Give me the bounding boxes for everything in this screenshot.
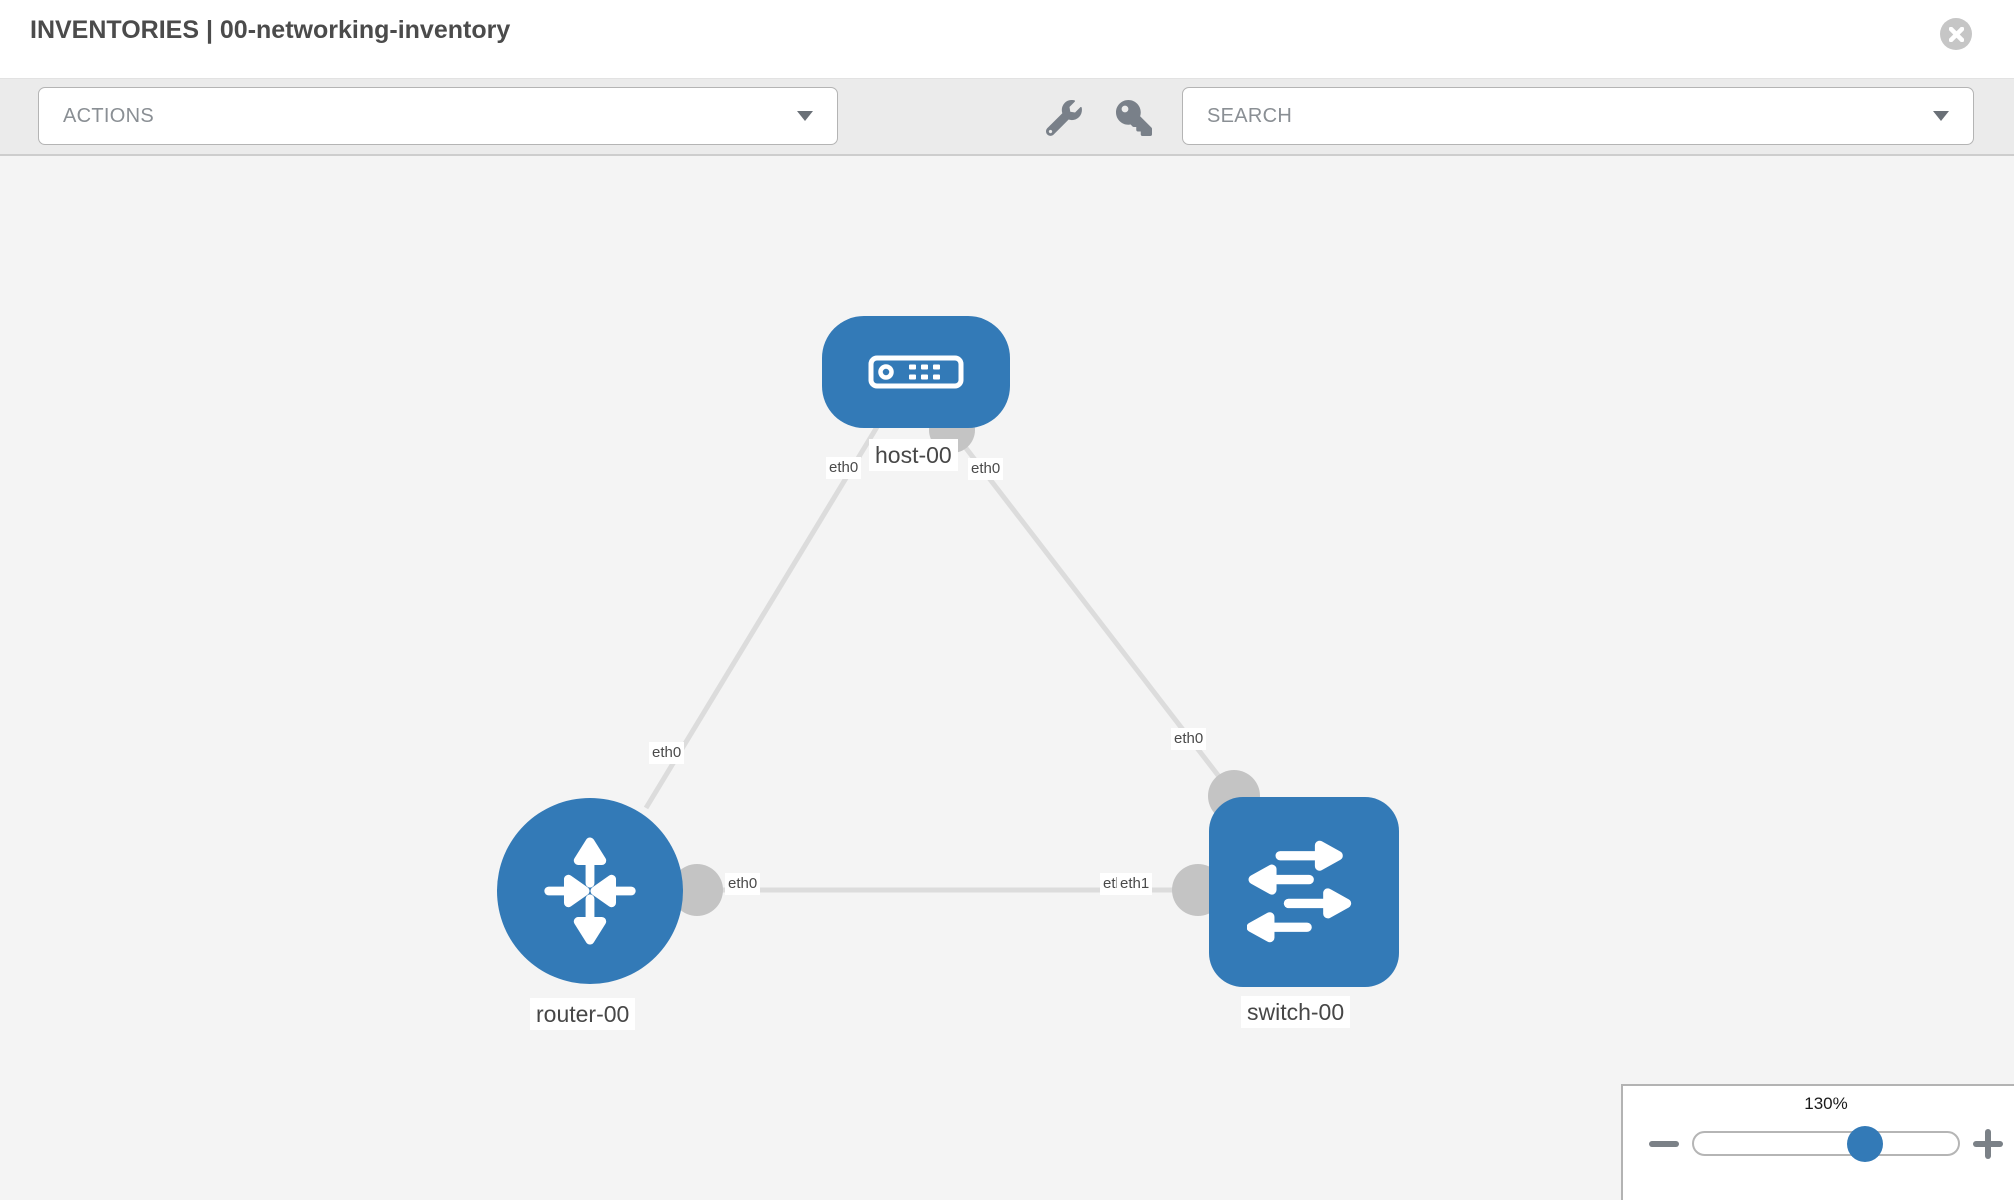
zoom-slider-thumb[interactable] — [1847, 1126, 1883, 1162]
toolbar: ACTIONS SEARCH — [0, 78, 2014, 156]
zoom-level-value: 130% — [1804, 1094, 1848, 1113]
configure-button[interactable] — [1044, 98, 1084, 138]
node-label-router: router-00 — [530, 998, 636, 1031]
zoom-control-panel: 130% — [1621, 1084, 2014, 1200]
router-icon — [544, 837, 636, 945]
close-icon[interactable] — [1940, 18, 1972, 50]
zoom-out-minus-icon[interactable] — [1649, 1141, 1679, 1147]
zoom-in-plus-icon[interactable] — [1973, 1129, 2003, 1159]
node-switch-00[interactable] — [1209, 797, 1399, 987]
iface-label-router-top: eth0 — [649, 742, 685, 764]
iface-label-switch-top: eth0 — [1171, 728, 1207, 750]
zoom-slider-track[interactable] — [1692, 1131, 1960, 1156]
iface-label-host-left: eth0 — [826, 457, 862, 479]
wrench-icon — [1046, 100, 1082, 136]
iface-label-host-right: eth0 — [968, 458, 1004, 480]
key-icon — [1116, 100, 1152, 136]
x-glyph — [1948, 26, 1964, 42]
link-host-router[interactable] — [643, 420, 883, 810]
search-dropdown-label: SEARCH — [1207, 104, 1293, 127]
switch-icon — [1247, 840, 1352, 943]
node-label-host: host-00 — [869, 439, 958, 472]
node-router-00[interactable] — [497, 798, 683, 984]
caret-down-icon — [797, 111, 813, 121]
page-title: INVENTORIES | 00-networking-inventory — [30, 16, 511, 44]
links-layer — [643, 407, 1260, 916]
credentials-button[interactable] — [1114, 98, 1154, 138]
actions-dropdown-label: ACTIONS — [63, 104, 154, 127]
port-router-right — [671, 864, 723, 916]
caret-down-icon — [1933, 111, 1949, 121]
iface-label-switch-left-eth1: eth1 — [1117, 873, 1153, 895]
node-host-00[interactable] — [822, 316, 1010, 428]
search-dropdown[interactable]: SEARCH — [1182, 87, 1974, 145]
actions-dropdown[interactable]: ACTIONS — [38, 87, 838, 145]
panel-header: INVENTORIES | 00-networking-inventory — [0, 0, 2014, 78]
host-icon — [868, 355, 964, 389]
iface-label-router-right: eth0 — [725, 873, 761, 895]
node-label-switch: switch-00 — [1241, 996, 1351, 1029]
topology-canvas[interactable]: host-00 router-00 switch-00 eth0 eth0 et… — [0, 156, 2014, 1200]
